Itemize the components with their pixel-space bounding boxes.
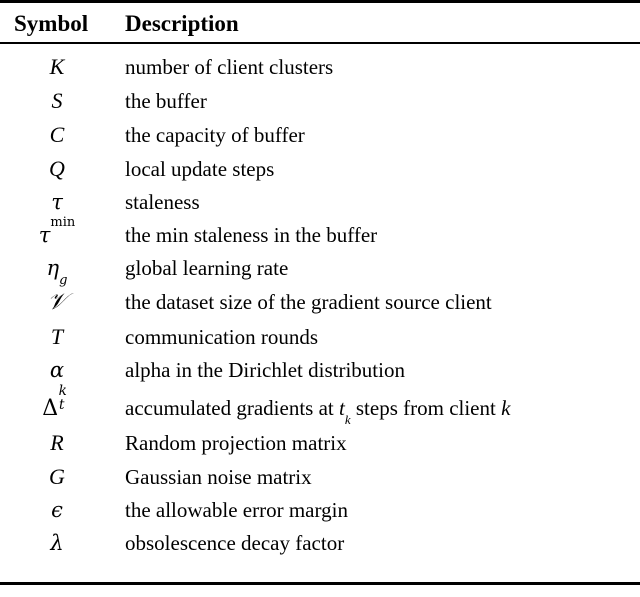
desc-mid: steps from client <box>351 396 501 420</box>
table-bottom-rule <box>0 584 640 597</box>
row-symbol: Q <box>0 152 122 186</box>
table-body: K number of client clusters S the buffer… <box>0 50 640 597</box>
row-description: the allowable error margin <box>122 494 640 527</box>
table-row: τ staleness <box>0 186 640 219</box>
table-row: C the capacity of buffer <box>0 118 640 152</box>
row-description: accumulated gradients at tk steps from c… <box>122 387 640 426</box>
math-base-t: t <box>339 396 345 420</box>
row-description: alpha in the Dirichlet distribution <box>122 354 640 387</box>
row-symbol: ηg <box>0 252 122 285</box>
row-description: obsolescence decay factor <box>122 527 640 560</box>
row-symbol: T <box>0 320 122 354</box>
subscript-t: t <box>59 399 64 413</box>
column-header-description: Description <box>122 5 640 43</box>
header-row: Symbol Description <box>0 5 640 43</box>
inline-math-k: k <box>501 396 510 420</box>
symbol-C: C <box>50 122 65 147</box>
row-description: number of client clusters <box>122 50 640 84</box>
symbol-lambda: λ <box>50 531 63 555</box>
symbol-Q: Q <box>49 156 65 181</box>
symbol-epsilon: ϵ <box>51 498 63 522</box>
row-symbol: α <box>0 354 122 387</box>
symbol-script-V: 𝒱 <box>47 289 66 315</box>
table-row: T communication rounds <box>0 320 640 354</box>
row-symbol: ϵ <box>0 494 122 527</box>
symbol-tau-min: τmin <box>39 223 76 247</box>
column-header-symbol: Symbol <box>0 5 122 43</box>
table-row: τmin the min staleness in the buffer <box>0 219 640 252</box>
subscript-g: g <box>59 273 67 288</box>
row-description: the capacity of buffer <box>122 118 640 152</box>
table-page: Symbol Description K number of client cl… <box>0 0 640 547</box>
symbol-T: T <box>51 324 63 349</box>
row-description: staleness <box>122 186 640 219</box>
symbol-S: S <box>52 88 63 113</box>
table-row: ηg global learning rate <box>0 252 640 285</box>
table-row: ϵ the allowable error margin <box>0 494 640 527</box>
row-description: Gaussian noise matrix <box>122 460 640 494</box>
table-row: Q local update steps <box>0 152 640 186</box>
symbol-R: R <box>50 430 63 455</box>
row-symbol: C <box>0 118 122 152</box>
row-description: local update steps <box>122 152 640 186</box>
symbol-tau: τ <box>51 190 63 214</box>
row-description: communication rounds <box>122 320 640 354</box>
symbol-eta-g: ηg <box>47 256 68 280</box>
row-symbol: G <box>0 460 122 494</box>
superscript-min: min <box>50 215 75 230</box>
bottom-spacer-row <box>0 560 640 584</box>
row-description: the dataset size of the gradient source … <box>122 285 640 320</box>
table-row: 𝒱 the dataset size of the gradient sourc… <box>0 285 640 320</box>
row-symbol: S <box>0 84 122 118</box>
row-description: the min staleness in the buffer <box>122 219 640 252</box>
row-symbol: λ <box>0 527 122 560</box>
table-row: G Gaussian noise matrix <box>0 460 640 494</box>
row-description: global learning rate <box>122 252 640 285</box>
desc-pre: accumulated gradients at <box>125 396 339 420</box>
inline-math-t-k: tk <box>339 396 351 420</box>
row-symbol: R <box>0 426 122 460</box>
math-sub-k: k <box>345 412 351 427</box>
table-row: α alpha in the Dirichlet distribution <box>0 354 640 387</box>
table-header: Symbol Description <box>0 2 640 51</box>
table-row: R Random projection matrix <box>0 426 640 460</box>
row-symbol: 𝒱 <box>0 285 122 320</box>
symbol-G: G <box>49 464 65 489</box>
row-description: the buffer <box>122 84 640 118</box>
table-row: S the buffer <box>0 84 640 118</box>
rule-bottom-row <box>0 584 640 597</box>
table-row: λ obsolescence decay factor <box>0 527 640 560</box>
row-description: Random projection matrix <box>122 426 640 460</box>
table-row: K number of client clusters <box>0 50 640 84</box>
symbol-K: K <box>50 54 65 79</box>
bottom-spacer <box>0 560 640 584</box>
symbol-alpha: α <box>50 358 64 382</box>
row-symbol: τmin <box>0 219 122 252</box>
row-symbol: K <box>0 50 122 84</box>
